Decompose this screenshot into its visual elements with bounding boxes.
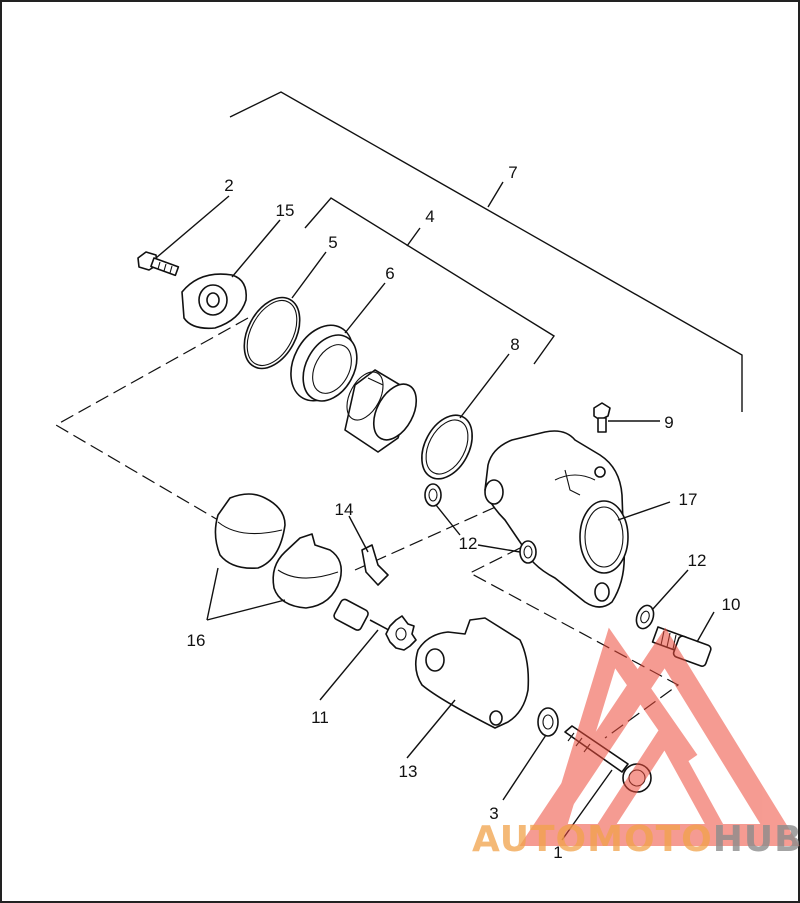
bracket-7 bbox=[229, 91, 743, 412]
piston bbox=[344, 369, 418, 453]
assembly-line-right bbox=[468, 547, 680, 739]
oring-part-8 bbox=[421, 414, 473, 480]
leader-12-lower bbox=[651, 569, 689, 611]
assembly-line-center bbox=[354, 504, 501, 571]
callout-12-center: 12 bbox=[459, 534, 478, 553]
callout-14: 14 bbox=[335, 500, 354, 519]
callout-3: 3 bbox=[489, 804, 498, 823]
washer-part-12-upper bbox=[424, 483, 442, 507]
leader-6 bbox=[344, 282, 386, 334]
callout-9: 9 bbox=[664, 413, 673, 432]
leader-2 bbox=[155, 195, 230, 259]
leader-8 bbox=[459, 353, 510, 419]
washer-part-12-middle bbox=[519, 540, 537, 564]
callout-6: 6 bbox=[385, 264, 394, 283]
watermark-stroke bbox=[546, 627, 698, 838]
callout-4: 4 bbox=[425, 207, 434, 226]
washer-part-3 bbox=[537, 707, 559, 737]
automotohub-watermark bbox=[519, 627, 800, 846]
watermark-brand-text: AUTOMOTOHUB bbox=[472, 819, 800, 860]
pad-part-16-front bbox=[214, 493, 286, 570]
leader-15 bbox=[231, 219, 281, 278]
callout-15: 15 bbox=[276, 201, 295, 220]
callout-2: 2 bbox=[224, 176, 233, 195]
leader-4 bbox=[406, 227, 421, 247]
leader-11 bbox=[319, 629, 379, 701]
leader-12-middle bbox=[477, 544, 521, 553]
leader-13 bbox=[406, 699, 456, 759]
callout-13: 13 bbox=[399, 762, 418, 781]
bracket-part-13 bbox=[414, 617, 530, 729]
leader-10 bbox=[696, 611, 715, 643]
seal-part-6 bbox=[290, 324, 358, 402]
watermark-brand-part2: HUB bbox=[713, 819, 800, 860]
washer-part-12-lower bbox=[635, 604, 655, 630]
bleeder-part-9 bbox=[593, 402, 611, 433]
leader-16b bbox=[206, 599, 286, 621]
leader-16a bbox=[206, 567, 219, 621]
callout-8: 8 bbox=[510, 335, 519, 354]
caliper-body-part-17 bbox=[484, 430, 629, 608]
watermark-triangle-inner bbox=[585, 719, 734, 843]
callout-12-right: 12 bbox=[688, 551, 707, 570]
clip-part-14 bbox=[361, 544, 389, 586]
bolt-part-2 bbox=[137, 251, 180, 277]
callout-11: 11 bbox=[311, 708, 329, 727]
callout-17: 17 bbox=[679, 490, 698, 509]
callout-1: 1 bbox=[553, 843, 562, 862]
leader-14 bbox=[348, 515, 369, 553]
leader-5 bbox=[291, 251, 327, 299]
leader-17 bbox=[617, 501, 671, 521]
callout-7: 7 bbox=[508, 163, 517, 182]
callout-16: 16 bbox=[187, 631, 206, 650]
assembly-line-left bbox=[54, 317, 249, 521]
plate-part-15 bbox=[181, 273, 248, 330]
pad-part-16-back bbox=[272, 533, 343, 609]
leader-7 bbox=[487, 181, 504, 208]
ring-part-5 bbox=[243, 296, 301, 370]
leader-3 bbox=[502, 734, 547, 801]
pin-part-11 bbox=[333, 598, 417, 651]
watermark-brand-part1: AUTOMOTO bbox=[472, 819, 713, 860]
bracket-4 bbox=[304, 197, 556, 365]
leader-12-upper bbox=[435, 504, 461, 536]
callout-10: 10 bbox=[722, 595, 741, 614]
callout-5: 5 bbox=[328, 233, 337, 252]
